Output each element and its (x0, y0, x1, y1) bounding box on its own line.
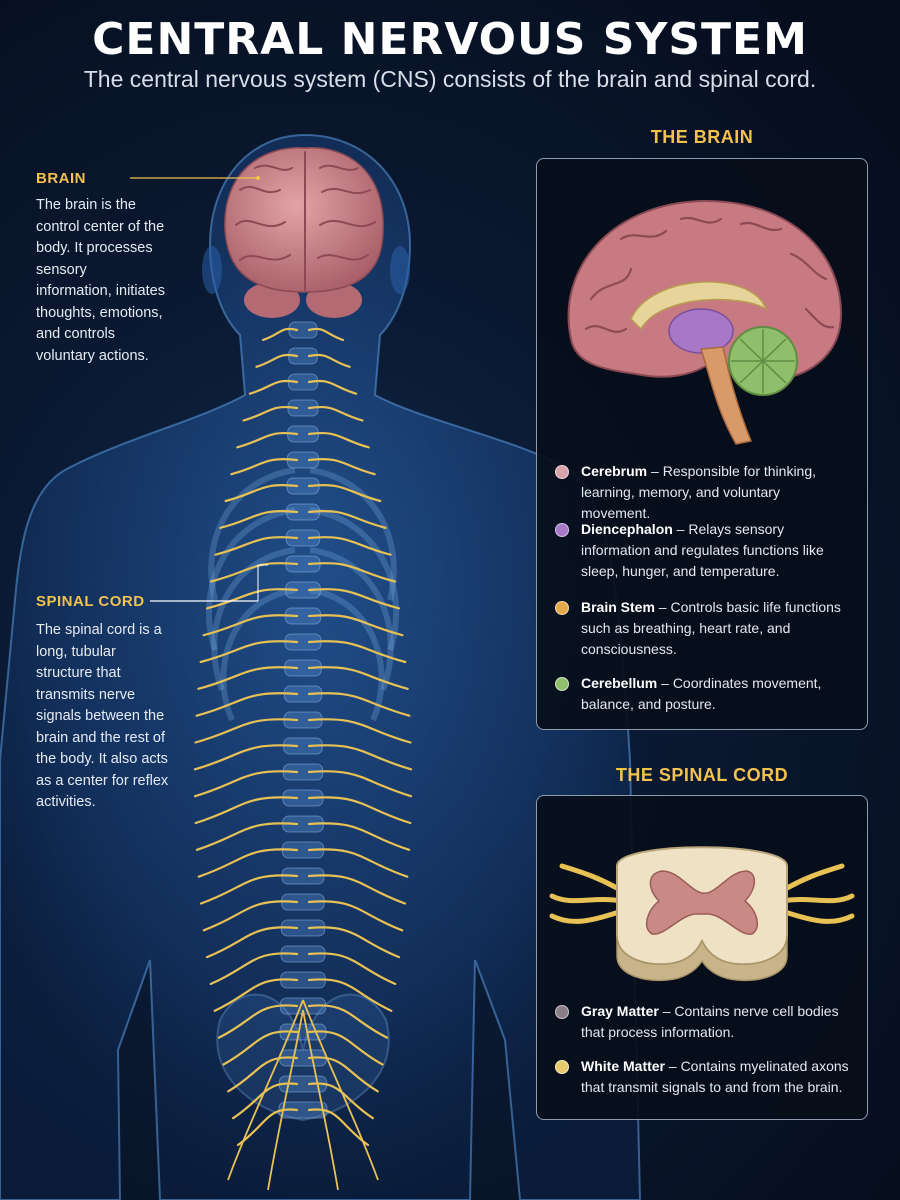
legend-white-matter: White Matter – Contains myelinated axons… (555, 1056, 853, 1098)
nerve-branch (242, 405, 299, 422)
nerve-branch (307, 562, 397, 583)
nerve-branch (307, 353, 351, 368)
brainstem-shape (699, 346, 753, 445)
brain-description: The brain is the control center of the b… (36, 197, 165, 364)
nerve-branch (255, 353, 299, 368)
nerve-branch (307, 640, 407, 664)
nerve-branch (209, 562, 299, 583)
nerve-branch (199, 640, 299, 664)
gray-matter-dot (555, 1005, 569, 1019)
nerve-branch (202, 900, 299, 932)
nerve-branch (193, 744, 299, 771)
nerve-branch (307, 666, 409, 690)
nerve-branch (307, 1004, 389, 1039)
nerve-branch (307, 1056, 379, 1093)
legend-brain-stem: Brain Stem – Controls basic life functio… (555, 597, 853, 660)
nerve-branch (224, 484, 299, 503)
brain-panel-heading: THE BRAIN (650, 127, 754, 147)
nerve-branch (307, 510, 387, 529)
spinal-panel-heading: THE SPINAL CORD (615, 765, 789, 785)
nerve-branch (205, 588, 299, 610)
nerve-branch (209, 952, 299, 986)
nerve-branch (307, 379, 358, 395)
nerve-branch (205, 926, 299, 959)
nerve-branch (307, 822, 411, 851)
nerve-branch (307, 1030, 384, 1066)
nerve-branch (222, 1030, 299, 1066)
spinal-cord-label: SPINAL CORD (36, 593, 145, 610)
nerve-branch (307, 848, 409, 878)
nerve-branch (307, 432, 370, 449)
brain-stem-dot (555, 601, 569, 615)
legend-cerebellum: Cerebellum – Coordinates movement, balan… (555, 673, 853, 715)
brain-label: BRAIN (36, 170, 86, 187)
nerve-branch (261, 327, 299, 342)
nerve-branch (307, 874, 407, 905)
legend-gray-matter: Gray Matter – Contains nerve cell bodies… (555, 1001, 853, 1043)
nerve-branch (194, 796, 299, 825)
nerve-branch (307, 952, 397, 986)
gray-matter-shape (645, 870, 759, 935)
spinal-cord-description: The spinal cord is a long, tubular struc… (36, 622, 169, 810)
nerve-branch (217, 1004, 299, 1039)
nerve-branch (193, 770, 299, 798)
nerve-branch (307, 926, 401, 959)
spinal-nerves (193, 327, 413, 1147)
brain-panel: Cerebrum – Responsible for thinking, lea… (536, 158, 868, 730)
diencephalon-shape (668, 308, 734, 354)
nerve-branch (307, 900, 404, 932)
nerve-branch (236, 1108, 299, 1147)
spinal-cross-section (549, 846, 855, 982)
nerve-branch (307, 1108, 370, 1147)
legend-diencephalon: Diencephalon – Relays sensory informatio… (555, 519, 853, 582)
nerve-branch (197, 848, 299, 878)
nerve-branch (199, 874, 299, 905)
nerve-branch (307, 536, 392, 556)
left-ear (202, 246, 222, 294)
nerve-branch (307, 796, 412, 825)
cauda-equina (227, 999, 379, 1191)
white-matter-dot (555, 1060, 569, 1074)
diencephalon-dot (555, 523, 569, 537)
nerve-branch (213, 978, 299, 1012)
nerve-branch (307, 458, 376, 476)
nerve-branch (195, 692, 299, 717)
nerve-branch (307, 484, 382, 503)
nerve-branch (307, 588, 401, 610)
nerve-branch (214, 536, 299, 556)
nerve-branch (307, 744, 413, 771)
nerve-branch (307, 405, 364, 422)
nerve-branch (230, 458, 299, 476)
nerve-branch (227, 1056, 299, 1093)
nerve-branch (194, 718, 299, 744)
cerebellum-dot (555, 677, 569, 691)
nerve-branch (248, 379, 299, 395)
nerve-branch (197, 666, 299, 690)
nerve-branch (195, 822, 299, 851)
nerve-branch (202, 614, 299, 637)
legend-cerebrum: Cerebrum – Responsible for thinking, lea… (555, 461, 853, 524)
page-title: CENTRAL NERVOUS SYSTEM (92, 14, 808, 65)
nerve-branch (219, 510, 299, 529)
cerebrum-dot (555, 465, 569, 479)
nerve-branch (307, 978, 393, 1012)
nerve-branch (307, 614, 404, 637)
nerve-branch (307, 718, 412, 744)
brain-cross-section (567, 199, 843, 445)
nerve-branch (307, 327, 345, 342)
nerve-branch (307, 770, 413, 798)
spinal-panel: Gray Matter – Contains nerve cell bodies… (536, 795, 868, 1120)
page-subtitle: The central nervous system (CNS) consist… (83, 66, 817, 92)
nerve-branch (307, 692, 411, 717)
white-matter-side (616, 935, 788, 982)
corpus-callosum (630, 281, 768, 331)
brain-folds (235, 151, 376, 291)
right-ear (390, 246, 410, 294)
nerve-branch (236, 432, 299, 449)
